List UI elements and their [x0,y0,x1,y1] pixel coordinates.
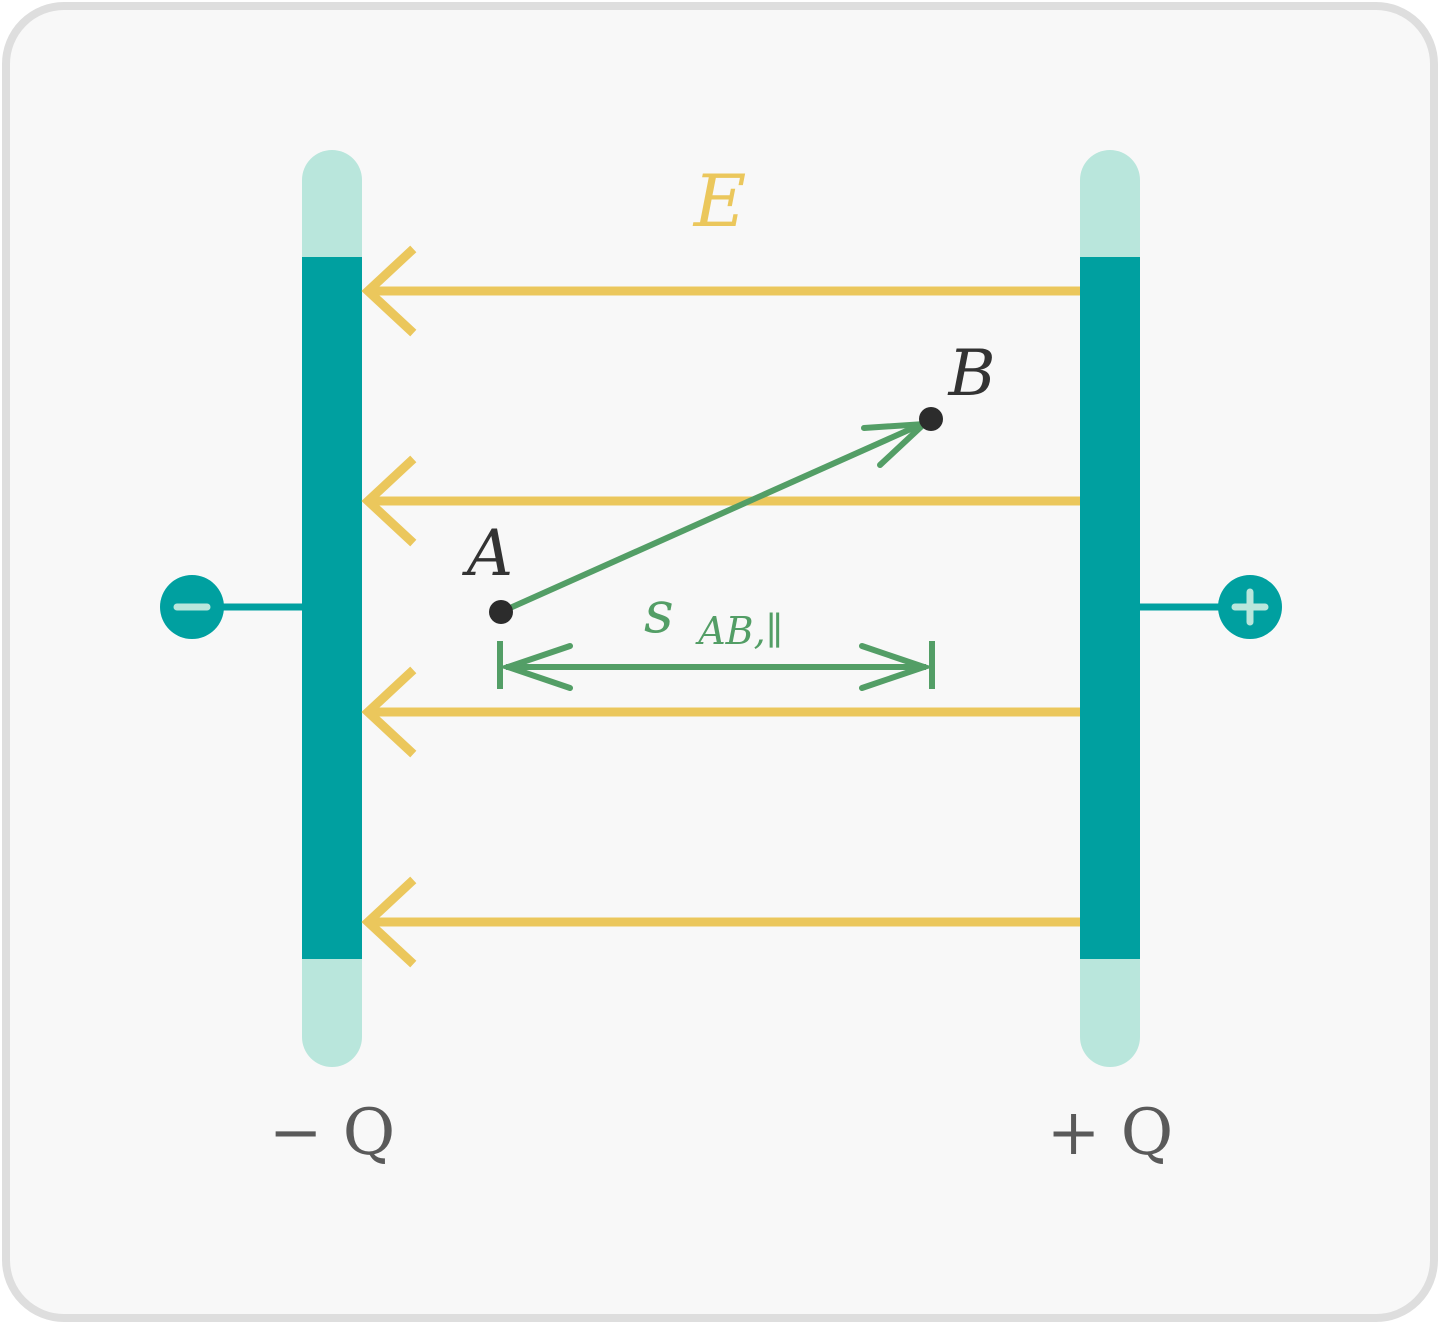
left-plate-core [302,257,362,959]
parallel-displacement-label: s AB,∥ [644,578,783,653]
point-a-label: A [462,517,513,591]
parallel-component-arrow [497,641,935,691]
point-b-label: B [947,337,995,411]
right-plate-core [1080,257,1140,959]
point-a [489,600,513,624]
field-line-4 [361,876,1080,968]
field-lines [361,245,1080,968]
field-line-1 [361,245,1080,337]
right-plate [1080,150,1140,1067]
point-b [919,407,943,431]
field-line-2 [361,455,1080,547]
field-line-3 [361,666,1080,758]
left-terminal [160,575,304,639]
field-label: E [692,159,747,243]
left-plate [302,150,362,1067]
plus-charge-label: + Q [1047,1096,1173,1170]
right-terminal [1138,575,1282,639]
minus-charge-label: − Q [269,1096,395,1170]
displacement-symbol: s [644,578,674,646]
displacement-subscript: AB,∥ [695,609,783,653]
